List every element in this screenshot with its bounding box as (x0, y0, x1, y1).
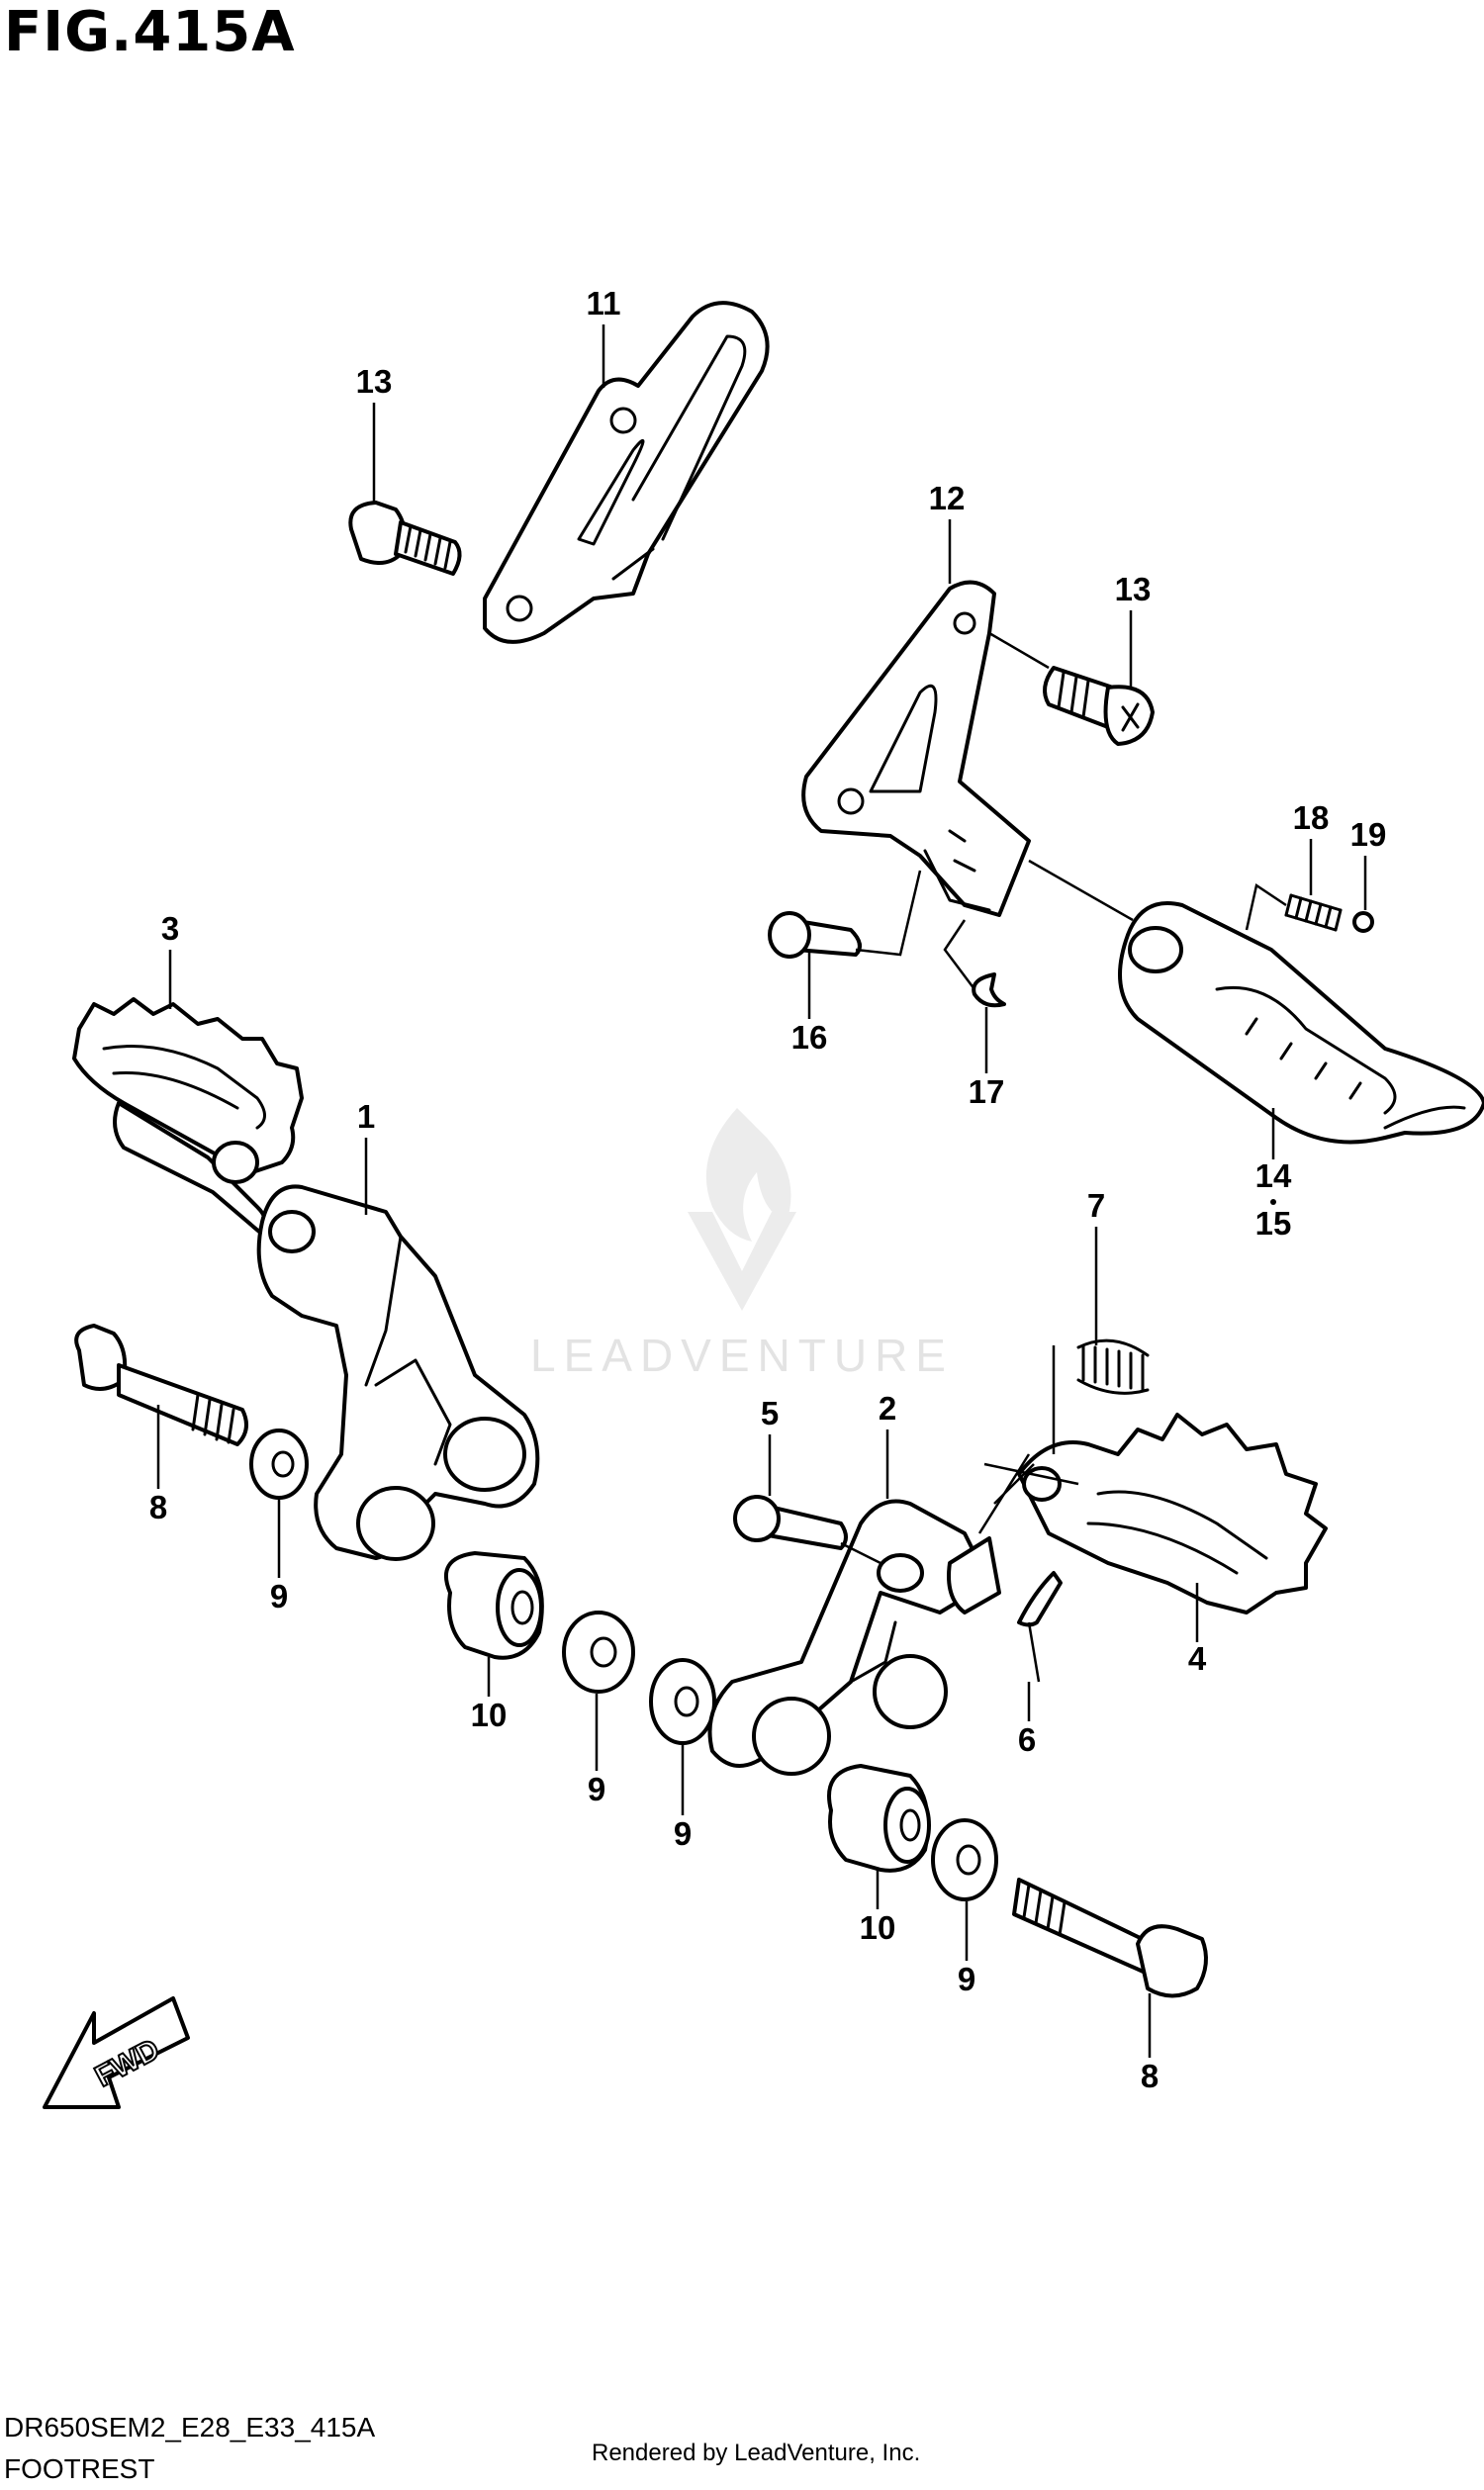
fwd-arrow-icon: FWD (43, 1996, 190, 2109)
part-4-right-footpeg (947, 1413, 1328, 1614)
part-6-cotter-pin (1017, 1571, 1063, 1627)
callout-6: 6 (1018, 1721, 1036, 1758)
callout-17: 17 (969, 1073, 1005, 1110)
leadventure-logo-icon (688, 1108, 796, 1311)
part-7-spring (1076, 1338, 1150, 1395)
part-5-clevis-pin (733, 1495, 848, 1550)
part-8-bolt-left (74, 1324, 248, 1446)
leader-6-cotter (1027, 1621, 1041, 1683)
callout-9-b: 9 (588, 1771, 605, 1807)
part-8-bolt-right (1012, 1878, 1208, 1998)
leader-peg-bracket (1028, 859, 1134, 922)
callout-7: 7 (1087, 1187, 1105, 1224)
render-credit: Rendered by LeadVenture, Inc. (592, 2440, 921, 2466)
leader-18-spring (1245, 882, 1287, 931)
part-18-spring (1284, 893, 1343, 932)
part-13-bolt-left (348, 501, 462, 576)
callout-8-right: 8 (1141, 2058, 1159, 2094)
part-10-bushing-left (444, 1551, 544, 1660)
leader-right-peg-bracket (983, 1462, 1079, 1486)
part-9-washer-a (249, 1429, 309, 1500)
callout-5: 5 (761, 1395, 779, 1431)
leader-5-pin (840, 1541, 881, 1565)
part-16-pin (768, 911, 862, 959)
part-17-clip (972, 972, 1006, 1008)
callout-10-right: 10 (860, 1909, 896, 1946)
callout-3: 3 (161, 910, 179, 947)
part-12-bracket (801, 580, 1031, 917)
callout-9-d: 9 (958, 1961, 975, 1997)
part-11-heel-plate (483, 301, 770, 644)
leader-17-clip (943, 919, 975, 990)
part-9-washer-c (649, 1658, 716, 1745)
section-name: FOOTREST (4, 2453, 155, 2484)
model-code: DR650SEM2_E28_E33_415A (4, 2412, 376, 2443)
part-1-left-arm (256, 1184, 540, 1561)
leader-right-arm-peg (993, 1463, 1035, 1505)
callout-13-right: 13 (1115, 571, 1152, 607)
callout-12: 12 (929, 480, 966, 516)
callout-16: 16 (791, 1019, 828, 1056)
part-3-left-footpeg (72, 997, 304, 1234)
callout-18: 18 (1293, 799, 1330, 836)
part-9-washer-d (931, 1818, 998, 1901)
part-9-washer-b (562, 1611, 635, 1694)
figure-title: FIG.415A (4, 0, 296, 64)
leader-13-right (988, 631, 1050, 670)
callout-13-left: 13 (356, 363, 393, 400)
watermark: LEADVENTURE (530, 1108, 954, 1381)
diagram-footer: DR650SEM2_E28_E33_415A FOOTREST (4, 2407, 375, 2490)
callout-8-left: 8 (149, 1489, 167, 1525)
callout-2: 2 (879, 1390, 896, 1427)
callout-9-c: 9 (674, 1815, 692, 1852)
part-13-bolt-right (1043, 666, 1155, 746)
callout-4: 4 (1188, 1640, 1207, 1677)
callout-14-15-dot (1270, 1199, 1276, 1205)
part-2-right-arm (707, 1499, 991, 1776)
callout-9-a: 9 (270, 1578, 288, 1614)
callout-11: 11 (587, 285, 621, 322)
leader-16-pin (855, 870, 922, 957)
callout-19: 19 (1350, 816, 1387, 853)
callout-1: 1 (357, 1098, 375, 1135)
callout-10-left: 10 (471, 1697, 508, 1733)
part-14-footrest-peg (1118, 901, 1484, 1145)
watermark-text: LEADVENTURE (530, 1330, 954, 1381)
part-10-bushing-right (827, 1764, 931, 1873)
callouts: 11 13 12 13 18 19 16 17 14 15 3 1 7 (149, 285, 1387, 2094)
callout-14: 14 (1255, 1157, 1292, 1194)
callout-15: 15 (1255, 1205, 1292, 1242)
part-19-ball (1352, 911, 1374, 933)
